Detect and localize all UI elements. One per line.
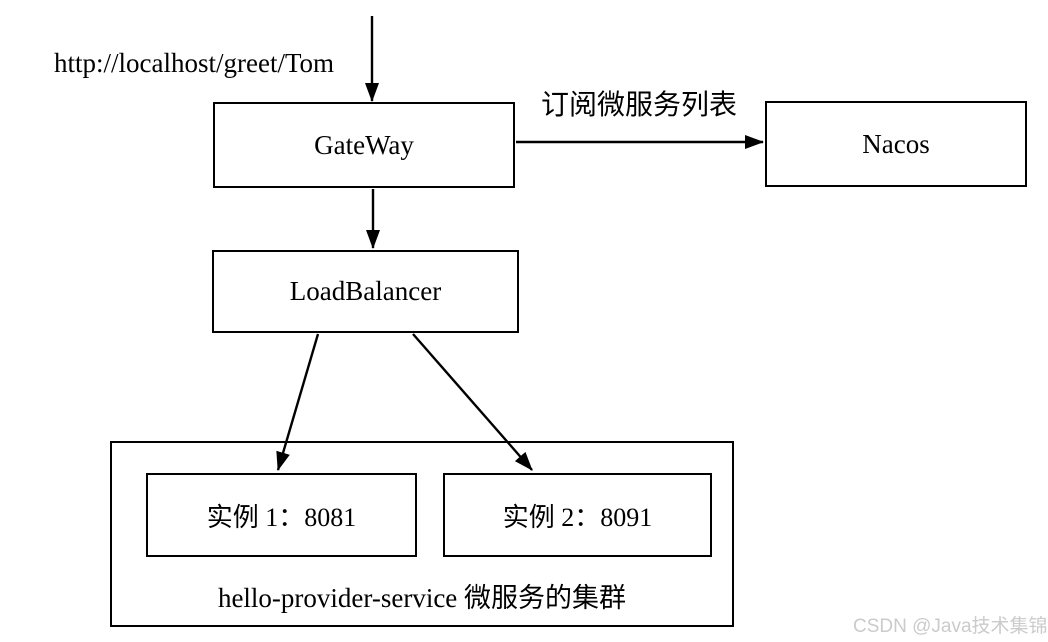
nacos-node: Nacos <box>765 101 1027 187</box>
cluster-container <box>110 441 734 627</box>
arrow-loadbalancer-to-instance2 <box>412 333 533 471</box>
edge-label-subscribe-service-list: 订阅微服务列表 <box>541 90 738 121</box>
instance1-node-label: 实例 1：8081 <box>206 502 357 532</box>
csdn-watermark: CSDN @Java技术集锦 <box>853 616 1048 637</box>
gateway-node: GateWay <box>213 102 515 188</box>
loadbalancer-node: LoadBalancer <box>212 250 519 333</box>
loadbalancer-node-label: LoadBalancer <box>289 276 442 306</box>
cluster-label: hello-provider-service 微服务的集群 <box>217 583 627 613</box>
gateway-node-label: GateWay <box>314 129 414 160</box>
instance1-node: 实例 1：8081 <box>146 473 417 557</box>
request-url-label: http://localhost/greet/Tom <box>54 48 335 78</box>
nacos-node-label: Nacos <box>862 128 930 159</box>
instance2-node-label: 实例 2：8091 <box>502 502 653 532</box>
arrow-loadbalancer-to-instance1 <box>276 333 320 471</box>
instance2-node: 实例 2：8091 <box>443 473 712 557</box>
